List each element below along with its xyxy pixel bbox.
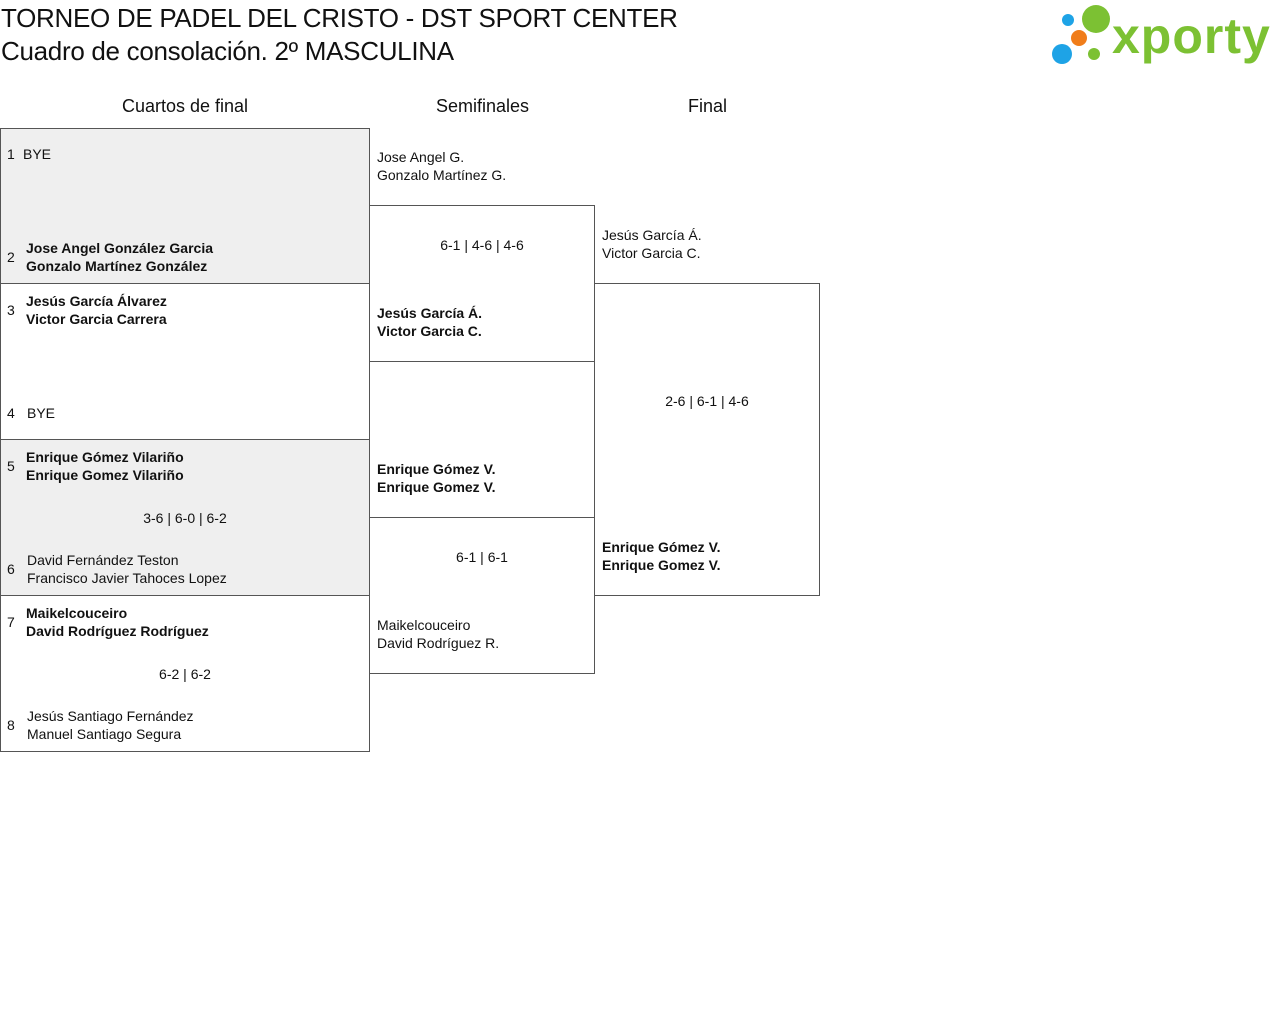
player-name: Enrique Gómez V. xyxy=(377,461,496,477)
bye-label: BYE xyxy=(23,146,52,162)
logo-dot-blue-small xyxy=(1062,14,1074,26)
team-entry: Maikelcouceiro David Rodríguez R. xyxy=(377,616,499,652)
team-entry: David Fernández Teston Francisco Javier … xyxy=(27,551,227,587)
match-score: 6-1 | 4-6 | 4-6 xyxy=(440,237,524,253)
logo-dot-green xyxy=(1082,5,1110,33)
seed-number: 7 xyxy=(7,614,15,630)
player-name: Jose Angel González Garcia xyxy=(26,240,213,256)
team-entry: Jesús Santiago Fernández Manuel Santiago… xyxy=(27,707,194,743)
player-name: Jesús García Á. xyxy=(602,227,702,243)
xporty-logo: xporty xyxy=(1050,4,1280,68)
seed-number: 3 xyxy=(7,302,15,318)
player-name: Jose Angel G. xyxy=(377,149,465,165)
player-name: Manuel Santiago Segura xyxy=(27,726,182,742)
player-name: Jesús Santiago Fernández xyxy=(27,708,194,724)
team-entry: Enrique Gómez V. Enrique Gomez V. xyxy=(377,460,496,496)
match-score: 6-1 | 6-1 xyxy=(456,549,508,565)
round-header-quarterfinals: Cuartos de final xyxy=(121,96,249,116)
player-name: Enrique Gomez Vilariño xyxy=(26,467,184,483)
final-match xyxy=(594,283,820,596)
player-name: Victor Garcia C. xyxy=(377,323,482,339)
team-entry: Jesús García Á. Victor Garcia C. xyxy=(602,226,702,262)
seed-number: 8 xyxy=(7,717,15,733)
player-name: David Fernández Teston xyxy=(27,552,179,568)
player-name: Enrique Gómez V. xyxy=(602,539,721,555)
player-name: Jesús García Álvarez xyxy=(26,293,167,309)
player-name: Enrique Gómez Vilariño xyxy=(26,449,184,465)
player-name: Gonzalo Martínez González xyxy=(26,258,208,274)
team-entry: Jesús García Álvarez Victor Garcia Carre… xyxy=(26,292,167,328)
player-name: David Rodríguez R. xyxy=(377,635,500,651)
team-entry: Enrique Gómez Vilariño Enrique Gomez Vil… xyxy=(26,448,184,484)
page-subtitle: Cuadro de consolación. 2º MASCULINA xyxy=(1,36,454,66)
team-entry: Enrique Gómez V. Enrique Gomez V. xyxy=(602,538,721,574)
player-name: Gonzalo Martínez G. xyxy=(377,167,507,183)
quarterfinal-match-1 xyxy=(0,128,370,284)
round-header-semifinals: Semifinales xyxy=(435,96,530,116)
player-name: Enrique Gomez V. xyxy=(602,557,721,573)
logo-dot-blue xyxy=(1052,44,1072,64)
match-score: 2-6 | 6-1 | 4-6 xyxy=(665,393,749,409)
logo-dot-green-small xyxy=(1088,48,1100,60)
team-entry: Jose Angel G. Gonzalo Martínez G. xyxy=(377,148,506,184)
player-name: David Rodríguez Rodríguez xyxy=(26,623,209,639)
team-entry: Jesús García Á. Victor Garcia C. xyxy=(377,304,482,340)
match-score: 6-2 | 6-2 xyxy=(159,666,211,682)
seed-number: 4 xyxy=(7,405,15,421)
player-name: Maikelcouceiro xyxy=(26,605,128,621)
team-entry: Jose Angel González Garcia Gonzalo Martí… xyxy=(26,239,213,275)
seed-number: 5 xyxy=(7,458,15,474)
player-name: Victor Garcia C. xyxy=(602,245,701,261)
player-name: Enrique Gomez V. xyxy=(377,479,496,495)
seed-number: 1 xyxy=(7,146,15,162)
seed-number: 2 xyxy=(7,249,15,265)
player-name: Jesús García Á. xyxy=(377,305,483,321)
seed-number: 6 xyxy=(7,561,15,577)
logo-text: xporty xyxy=(1112,8,1271,64)
logo-dot-orange xyxy=(1071,30,1087,46)
quarterfinal-match-3 xyxy=(0,439,370,596)
player-name: Victor Garcia Carrera xyxy=(26,311,167,327)
round-header-final: Final xyxy=(687,96,727,116)
match-score: 3-6 | 6-0 | 6-2 xyxy=(143,510,227,526)
bye-label: BYE xyxy=(27,405,56,421)
player-name: Francisco Javier Tahoces Lopez xyxy=(27,570,227,586)
team-entry: Maikelcouceiro David Rodríguez Rodríguez xyxy=(26,604,209,640)
page-title: TORNEO DE PADEL DEL CRISTO - DST SPORT C… xyxy=(1,3,678,33)
player-name: Maikelcouceiro xyxy=(377,617,471,633)
